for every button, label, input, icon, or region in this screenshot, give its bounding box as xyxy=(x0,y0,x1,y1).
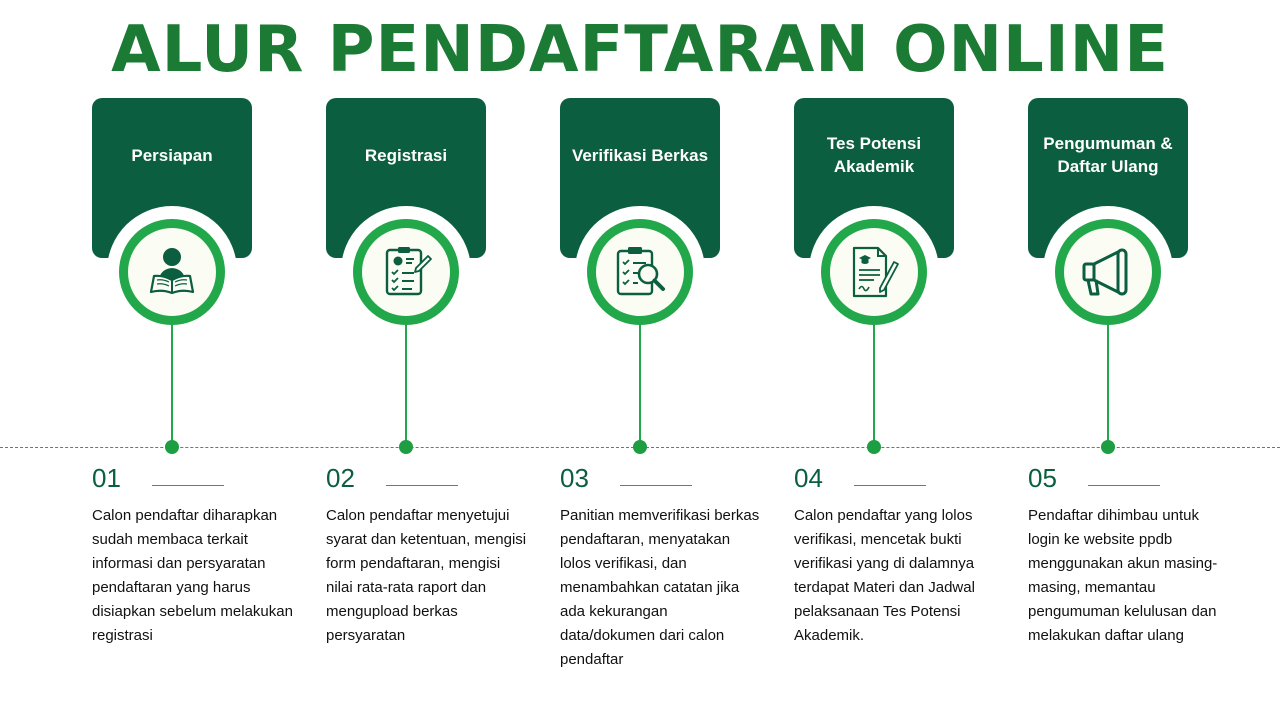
step-number: 01 xyxy=(92,463,121,493)
step-persiapan: Persiapan 01 Calon pendaftar diharapkan … xyxy=(80,0,320,720)
connector-line xyxy=(171,324,173,446)
reading-person-icon xyxy=(149,248,195,295)
icon-disc xyxy=(596,228,684,316)
connector-line xyxy=(1107,324,1109,446)
number-underline xyxy=(1088,485,1160,486)
timeline-dot xyxy=(867,440,881,454)
exam-document-icon xyxy=(852,246,899,298)
step-verifikasi-berkas: Verifikasi Berkas 03 Panitian memverifik… xyxy=(548,0,788,720)
step-description: Pendaftar dihimbau untuk login ke websit… xyxy=(1028,507,1218,644)
step-label: Registrasi xyxy=(364,145,448,165)
number-underline xyxy=(386,485,458,486)
timeline-dot xyxy=(399,440,413,454)
step-pengumuman-daftar-ulang: Pengumuman & Daftar Ulang 05 Pendaftar d… xyxy=(1016,0,1256,720)
icon-disc xyxy=(362,228,450,316)
step-registrasi: Registrasi 02 Calon pendaftar menyetujui… xyxy=(314,0,554,720)
number-underline xyxy=(152,485,224,486)
step-label: Verifikasi Berkas xyxy=(571,145,709,165)
timeline-dot xyxy=(633,440,647,454)
megaphone-icon xyxy=(1082,248,1128,296)
step-number: 02 xyxy=(326,463,355,493)
icon-disc xyxy=(128,228,216,316)
step-label: Tes Potensi Akademik xyxy=(826,134,922,176)
step-number: 05 xyxy=(1028,463,1057,493)
number-underline xyxy=(854,485,926,486)
step-tes-potensi-akademik: Tes Potensi Akademik 04 Calon pendaftar … xyxy=(782,0,1022,720)
step-description: Calon pendaftar menyetujui syarat dan ke… xyxy=(326,507,527,644)
timeline-dot xyxy=(1101,440,1115,454)
timeline-dot xyxy=(165,440,179,454)
step-description: Calon pendaftar diharapkan sudah membaca… xyxy=(92,507,293,644)
connector-line xyxy=(873,324,875,446)
step-description: Calon pendaftar yang lolos verifikasi, m… xyxy=(794,507,975,644)
registration-form-icon xyxy=(385,247,432,296)
number-underline xyxy=(620,485,692,486)
connector-line xyxy=(405,324,407,446)
icon-disc xyxy=(1064,228,1152,316)
step-description: Panitian memverifikasi berkas pendaftara… xyxy=(560,507,760,668)
clipboard-search-icon xyxy=(616,247,665,296)
step-label: Persiapan xyxy=(131,145,213,165)
icon-disc xyxy=(830,228,918,316)
step-number: 04 xyxy=(794,463,823,493)
step-label: Pengumuman & Daftar Ulang xyxy=(1043,134,1173,176)
page-title: ALUR PENDAFTARAN ONLINE xyxy=(111,13,1169,87)
step-number: 03 xyxy=(560,463,589,493)
connector-line xyxy=(639,324,641,446)
